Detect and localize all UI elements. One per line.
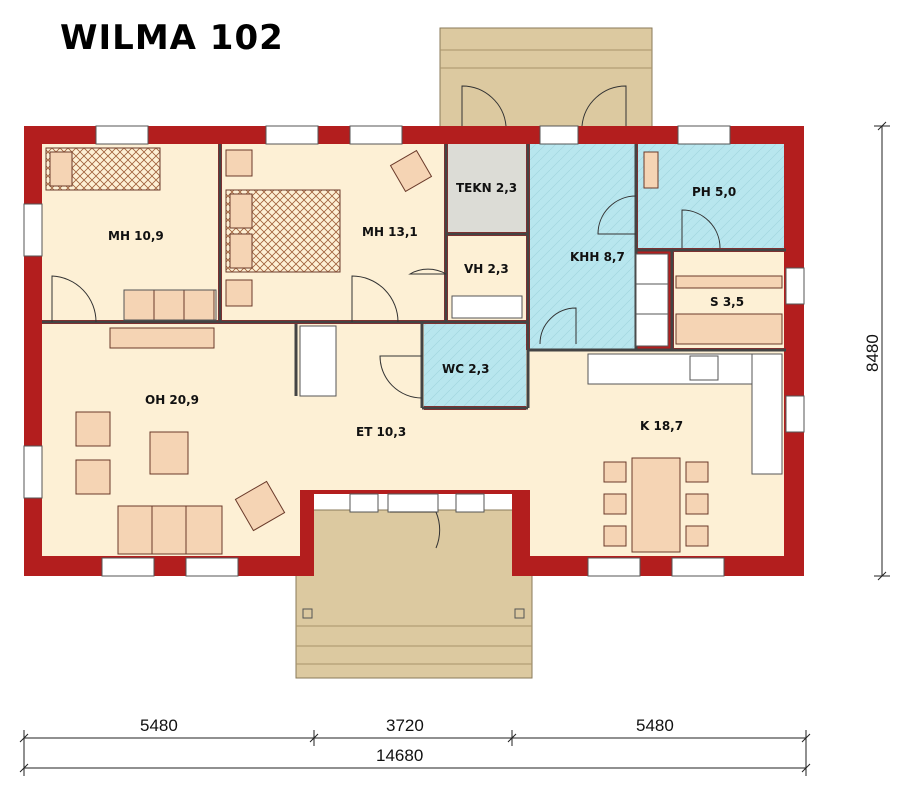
furniture [75,149,783,555]
terrace-top [439,27,653,129]
doors [51,85,721,549]
plan-title: WILMA 102 [60,18,284,58]
interior-walls [42,144,786,410]
wardrobes [123,289,523,397]
room-label-oh: OH 20,9 [145,393,199,407]
kitchen-counter [587,253,783,475]
dimension-total: 14680 [376,746,423,765]
room-label-mh1: MH 10,9 [108,229,164,243]
room-label-khh: KHH 8,7 [570,250,625,264]
dimension-middle: 3720 [386,716,424,735]
room-label-et: ET 10,3 [356,425,406,439]
bed-mh1 [45,147,161,191]
dimension-height: 8480 [863,334,882,372]
room-label-mh2: MH 13,1 [362,225,418,239]
room-label-tekn: TEKN 2,3 [456,181,517,195]
room-label-s: S 3,5 [710,295,744,309]
terrace-bottom [295,509,533,679]
room-label-ph: PH 5,0 [692,185,736,199]
bed-mh2 [225,189,341,273]
room-label-k: K 18,7 [640,419,683,433]
dimension-lines [19,121,890,776]
dimension-left: 5480 [140,716,178,735]
windows [23,125,805,577]
dimension-right: 5480 [636,716,674,735]
room-label-wc: WC 2,3 [442,362,489,376]
room-label-vh: VH 2,3 [464,262,509,276]
